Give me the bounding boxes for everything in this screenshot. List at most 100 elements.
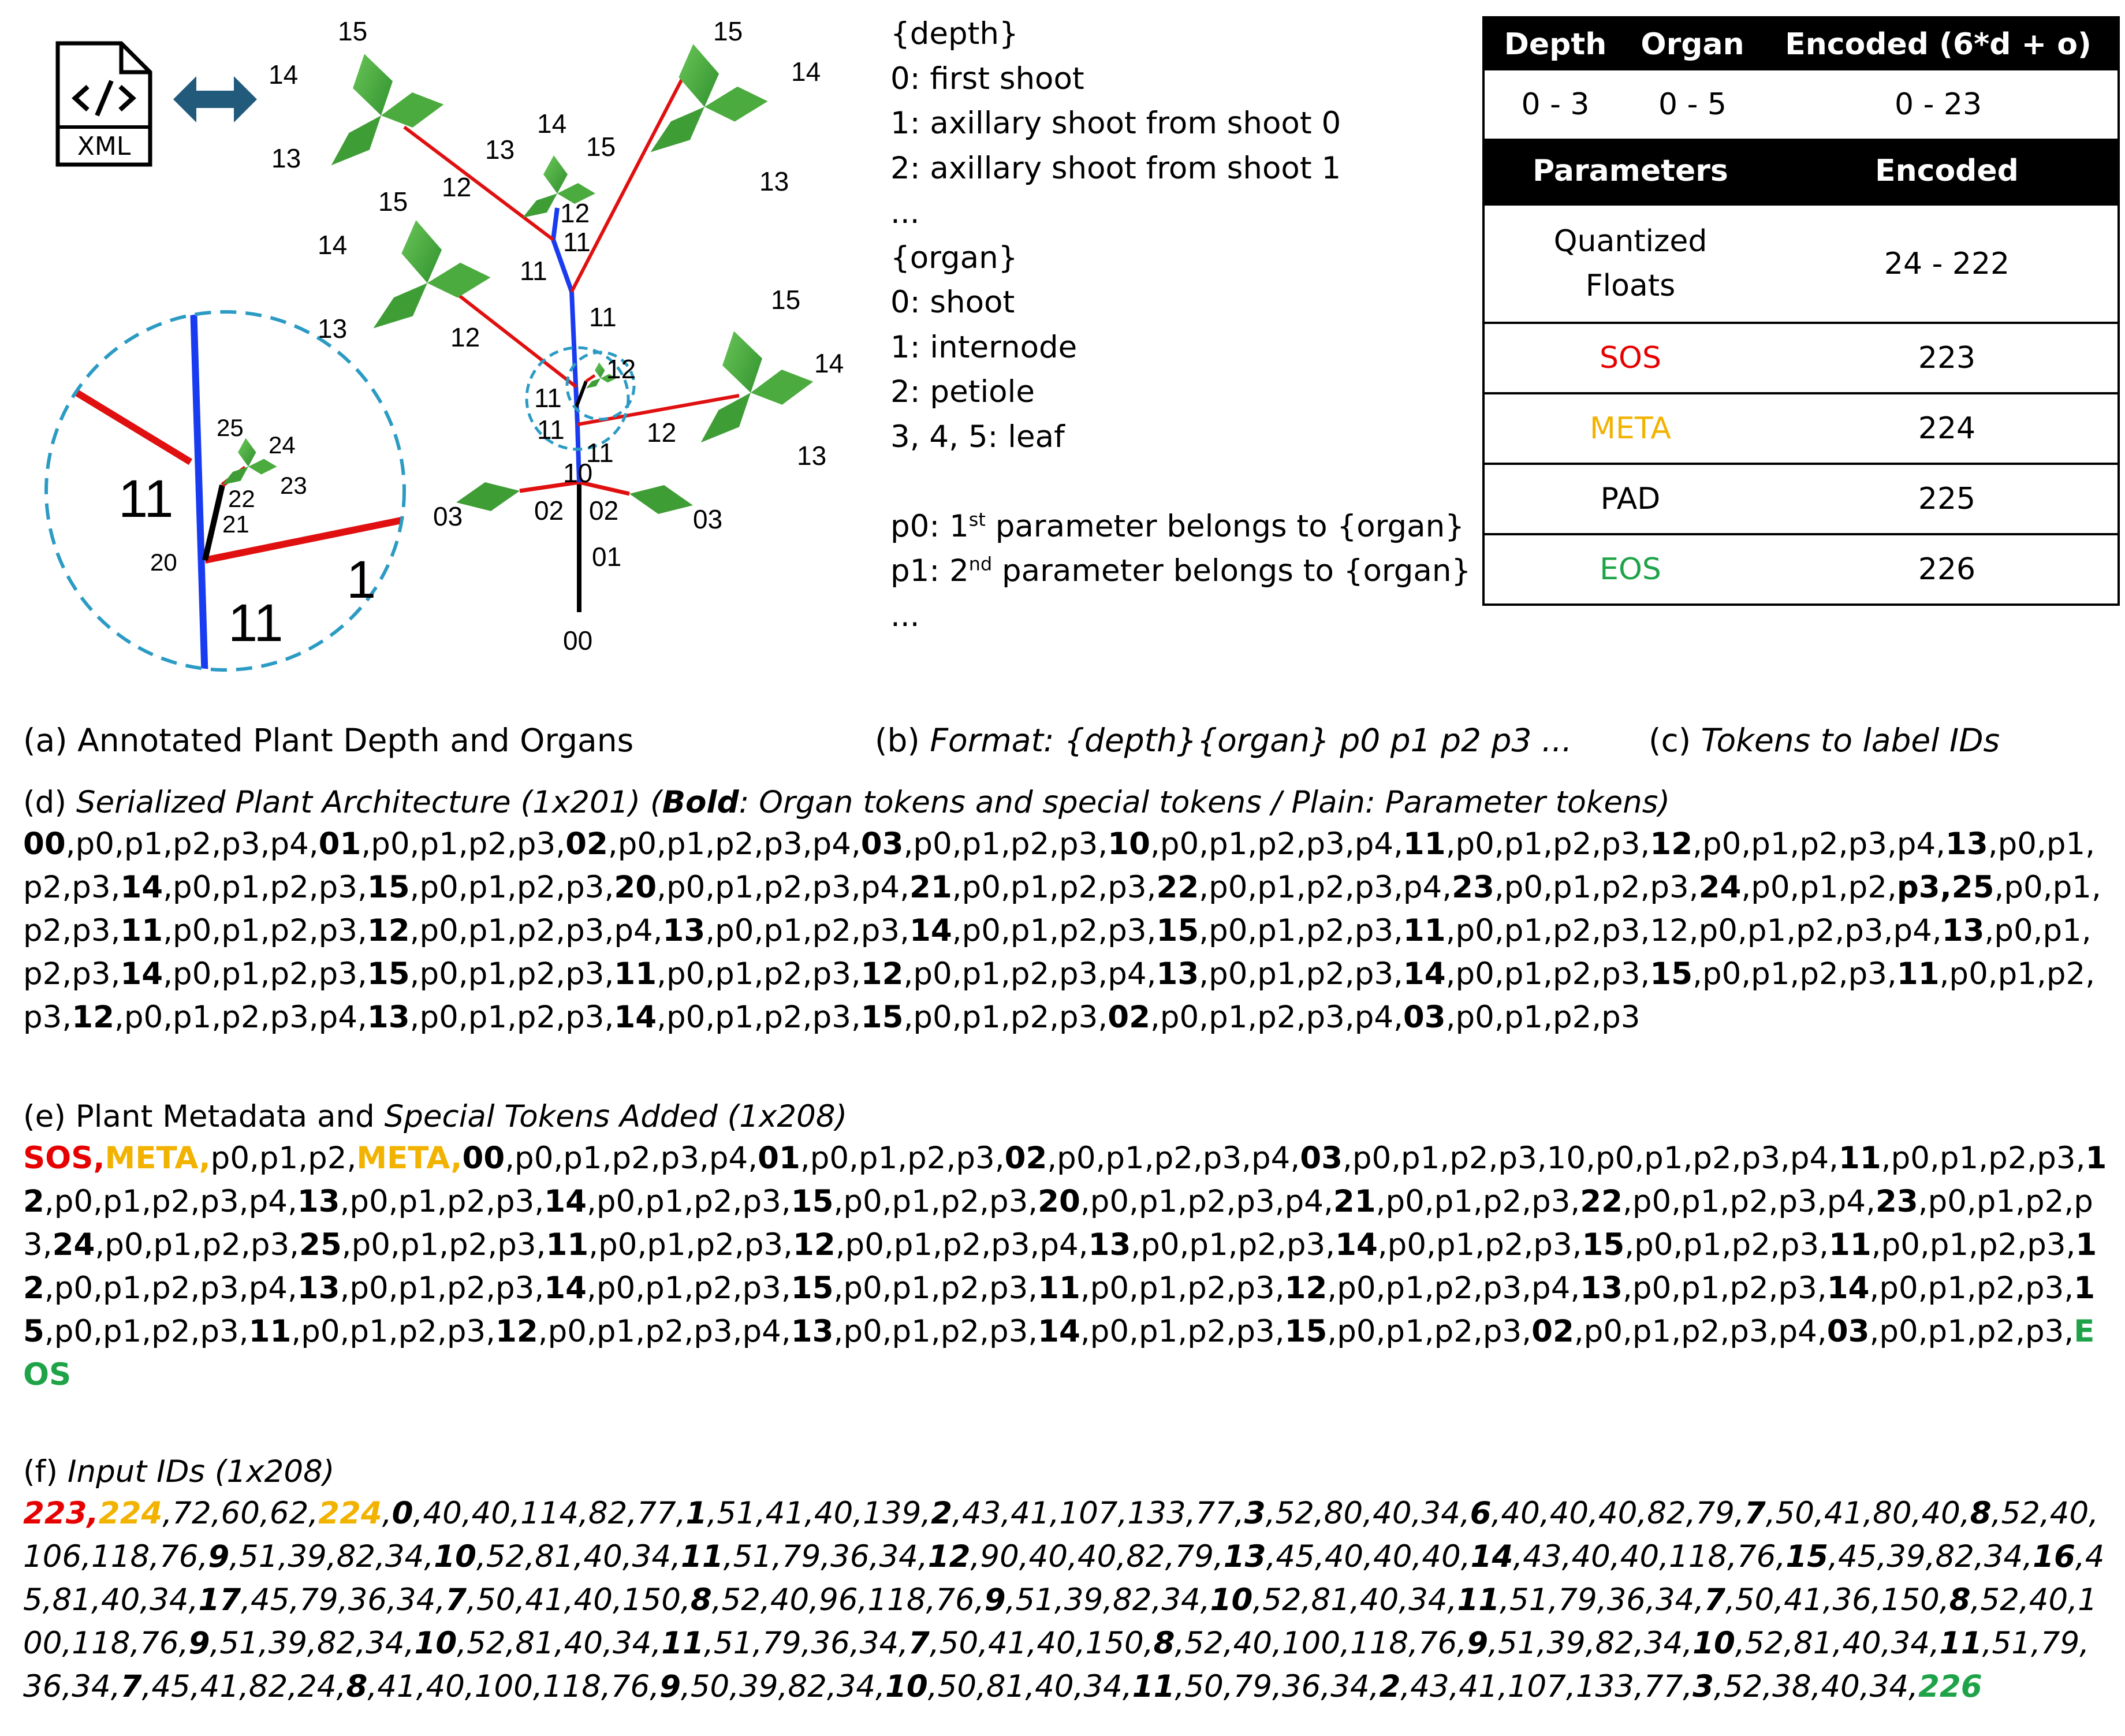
- format-line: 2: axillary shoot from shoot 1: [890, 150, 1341, 186]
- table-row-ranges: 0 - 3 0 - 5 0 - 23: [1485, 70, 2117, 139]
- special-token: 11: [1828, 1227, 1872, 1262]
- format-line: ...: [890, 195, 920, 230]
- parameter-tokens: ,p0,p1,p2,p3,p4,: [903, 956, 1157, 992]
- mag-label-22: 22: [228, 485, 255, 512]
- parameter-tokens: ,45,81,40,34,: [23, 1539, 2105, 1618]
- parameter-tokens: ,p0,p1,p2,p3,: [587, 1184, 791, 1219]
- format-line: {depth}: [890, 16, 1019, 51]
- special-token: 12: [495, 1314, 538, 1349]
- parameter-tokens: ,52,80,40,34,: [1265, 1496, 1470, 1531]
- plant-stems: [403, 62, 740, 612]
- special-token: 03: [860, 826, 904, 862]
- label-13d: 13: [318, 314, 347, 344]
- parameter-tokens: ,51,39,82,34,: [1005, 1582, 1210, 1618]
- parameter-tokens: ,51,39,82,34,: [229, 1539, 434, 1574]
- parameter-tokens: ,p0,p1,p2,p3,: [1445, 826, 1650, 862]
- parameter-tokens: ,45,41,82,24,: [141, 1669, 346, 1704]
- parameter-tokens: ,50,41,36,150,: [1725, 1582, 1949, 1618]
- special-token: 03: [1403, 1000, 1446, 1035]
- format-line: p0: 1st parameter belongs to {organ}: [890, 508, 1464, 544]
- parameter-tokens: ,50,41,40,150,: [467, 1582, 691, 1618]
- table-cell-value: 24 - 222: [1884, 246, 2010, 281]
- format-line: 0: first shoot: [890, 61, 1084, 96]
- table-cell-value: 225: [1918, 482, 1976, 516]
- plant-diagram: XML 25 24 23 22 21 20 11 11 1: [44, 16, 844, 672]
- parameter-tokens: ,40,40,40,82,79,: [1491, 1496, 1744, 1531]
- special-token: 11: [661, 1626, 704, 1661]
- mag-label-11a: 11: [118, 470, 174, 528]
- parameter-tokens: ,52,40,100,118,76,: [23, 1582, 2097, 1661]
- parameter-tokens: ,p0,p1,p2,p3,p4,: [1047, 1141, 1300, 1176]
- parameter-tokens: p0,p1,p2,: [210, 1141, 357, 1176]
- special-token: 224: [318, 1496, 382, 1531]
- special-token: 21: [1333, 1184, 1376, 1219]
- special-token: 13: [367, 1000, 410, 1035]
- special-token: 12: [23, 1227, 2097, 1306]
- special-token: 15: [367, 870, 410, 905]
- parameter-tokens: ,45,39,82,34,: [1828, 1539, 2033, 1574]
- parameter-tokens: ,p0,p1,p2,p3,: [163, 870, 367, 905]
- parameter-tokens: ,52,81,40,34,: [1252, 1582, 1457, 1618]
- section-d: (d) Serialized Plant Architecture (1x201…: [23, 783, 2108, 1039]
- special-token: 6: [1470, 1496, 1492, 1531]
- parameter-tokens: ,51,39,82,34,: [1488, 1626, 1693, 1661]
- parameter-tokens: ,p0,p1,p2,p3,p4,: [1150, 826, 1403, 862]
- parameter-tokens: ,p0,p1,p2,p3,: [1871, 1227, 2076, 1262]
- special-token: 2: [931, 1496, 953, 1531]
- special-token: 15: [791, 1271, 834, 1306]
- label-13e: 13: [797, 441, 826, 471]
- format-line: [890, 459, 1503, 504]
- special-token: 15: [23, 1271, 2096, 1349]
- parameter-tokens: ,43,41,107,133,77,: [1400, 1669, 1693, 1704]
- special-token: 12: [72, 1000, 114, 1035]
- parameter-tokens: ,p0,p1,p2,p3,p4,: [835, 1227, 1088, 1262]
- parameter-tokens: ,p0,p1,p2,p3,: [340, 1184, 545, 1219]
- special-token: 23: [1452, 870, 1494, 905]
- parameter-tokens: ,p0,p1,p2,p3,: [409, 1000, 614, 1035]
- special-token: 8: [346, 1669, 368, 1704]
- special-token: 14: [1038, 1314, 1080, 1349]
- special-token: 15: [1785, 1539, 1829, 1574]
- cell-depth-range: 0 - 3: [1521, 87, 1590, 122]
- label-02b: 02: [589, 496, 618, 526]
- special-token: 21: [909, 870, 952, 905]
- special-token: 9: [1467, 1626, 1489, 1661]
- table-row: EOS 226: [1485, 533, 2117, 603]
- special-token: 13: [297, 1184, 340, 1219]
- special-token: p3,: [1896, 870, 1952, 905]
- special-token: 15: [791, 1184, 834, 1219]
- parameter-tokens: ,50,41,40,150,: [929, 1626, 1154, 1661]
- parameter-tokens: ,51,39,82,34,: [210, 1626, 415, 1661]
- mag-label-25: 25: [217, 414, 244, 441]
- special-token: 14: [909, 913, 952, 948]
- parameter-tokens: ,p0,p1,p2,p3,: [95, 1227, 300, 1262]
- cell-encoded-range: 0 - 23: [1894, 87, 1982, 122]
- table-header-row-2: Parameters Encoded: [1485, 139, 2117, 203]
- parameter-tokens: ,41,40,100,118,76,: [367, 1669, 660, 1704]
- label-12a: 12: [442, 172, 471, 202]
- metadata-sequence: SOS,META,p0,p1,p2,META,00,p0,p1,p2,p3,p4…: [23, 1137, 2108, 1396]
- special-token: 13: [1945, 826, 1988, 862]
- label-11f: 11: [534, 383, 562, 413]
- special-token: 14: [1403, 956, 1446, 992]
- parameter-tokens: ,p0,p1,p2,p3,: [657, 1000, 861, 1035]
- special-token: 01: [318, 826, 361, 862]
- format-line: ...: [890, 598, 920, 634]
- table-cell-value: 226: [1918, 552, 1976, 587]
- special-token: 12: [927, 1539, 971, 1574]
- parameter-tokens: ,p0,p1,p2,p3,: [1199, 913, 1403, 948]
- table-cell-label: EOS: [1600, 552, 1661, 587]
- parameter-tokens: ,p0,p1,p2,p3,: [903, 826, 1108, 862]
- special-token: 24: [1698, 870, 1742, 905]
- parameter-tokens: ,p0,p1,p2,p3,p4,: [505, 1141, 758, 1176]
- parameter-tokens: ,p0,p1,p2,: [1741, 870, 1897, 905]
- parameter-tokens: ,40,40,114,82,77,: [413, 1496, 686, 1531]
- format-line: 1: axillary shoot from shoot 0: [890, 106, 1341, 141]
- mag-label-20: 20: [150, 549, 177, 576]
- special-token: META,: [105, 1141, 211, 1176]
- format-line: p1: 2nd parameter belongs to {organ}: [890, 553, 1471, 588]
- section-e: (e) Plant Metadata and Special Tokens Ad…: [23, 1097, 2108, 1396]
- parameter-tokens: ,p0,p1,p2,p3,p4,: [1623, 1184, 1876, 1219]
